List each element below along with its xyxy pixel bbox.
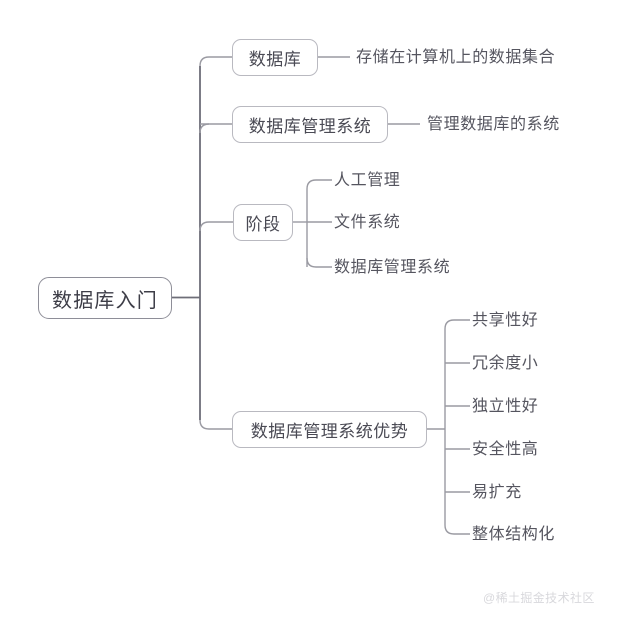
mindmap-branch-label-2: 数据库管理系统	[248, 117, 372, 136]
mindmap-leaf-4-4[interactable]: 安全性高	[472, 442, 538, 458]
connector-leaf-3-3	[306, 257, 332, 268]
connector-leaf-3-1	[306, 179, 332, 190]
mindmap-branch-label-4: 数据库管理系统优势	[250, 422, 409, 441]
connector-leaf-4-6	[444, 524, 470, 535]
mindmap-leaf-1-1[interactable]: 存储在计算机上的数据集合	[356, 50, 555, 66]
mindmap-leaf-label-4-5: 易扩充	[472, 484, 522, 501]
mindmap-leaf-3-2[interactable]: 文件系统	[334, 215, 400, 231]
mindmap-leaf-4-5[interactable]: 易扩充	[472, 485, 522, 501]
mindmap-leaf-3-3[interactable]: 数据库管理系统	[334, 260, 450, 276]
mindmap-leaf-label-4-1: 共享性好	[472, 312, 539, 329]
mindmap-leaf-label-3-3: 数据库管理系统	[334, 259, 451, 276]
mindmap-root-node[interactable]: 数据库入门	[38, 277, 172, 319]
mindmap-leaf-label-4-3: 独立性好	[472, 398, 539, 415]
mindmap-branch-label-3: 阶段	[245, 215, 281, 234]
mindmap-leaf-4-1[interactable]: 共享性好	[472, 313, 538, 329]
connector-leaf-4-1	[444, 319, 470, 330]
connector-branch-2-elbow	[199, 123, 232, 134]
mindmap-leaf-label-3-2: 文件系统	[334, 214, 401, 231]
mindmap-leaf-label-4-6: 整体结构化	[472, 526, 556, 543]
connector-branch-4	[199, 419, 232, 430]
connector-branch-1	[199, 56, 232, 67]
mindmap-branch-node-dbms-advantages[interactable]: 数据库管理系统优势	[232, 411, 427, 448]
mindmap-branch-label-1: 数据库	[248, 50, 302, 69]
mindmap-leaf-4-6[interactable]: 整体结构化	[472, 527, 555, 543]
watermark: @稀土掘金技术社区	[483, 589, 595, 606]
mindmap-root-label: 数据库入门	[52, 289, 158, 312]
mindmap-leaf-3-1[interactable]: 人工管理	[334, 173, 400, 189]
mindmap-leaf-label-2-1: 管理数据库的系统	[427, 116, 560, 133]
mindmap-leaf-label-4-2: 冗余度小	[472, 355, 539, 372]
mindmap-leaf-2-1[interactable]: 管理数据库的系统	[427, 117, 560, 133]
watermark-text: @稀土掘金技术社区	[483, 591, 595, 605]
mindmap-branch-node-dbms[interactable]: 数据库管理系统	[232, 106, 388, 143]
mindmap-leaf-4-2[interactable]: 冗余度小	[472, 356, 538, 372]
mindmap-leaf-label-4-4: 安全性高	[472, 441, 539, 458]
mindmap-branch-node-database[interactable]: 数据库	[232, 39, 318, 76]
mindmap-leaf-label-3-1: 人工管理	[334, 172, 401, 189]
connector-branch-3	[199, 221, 233, 232]
mindmap-branch-node-stages[interactable]: 阶段	[233, 204, 293, 241]
mindmap-leaf-label-1-1: 存储在计算机上的数据集合	[356, 49, 556, 66]
mindmap-leaf-4-3[interactable]: 独立性好	[472, 399, 538, 415]
